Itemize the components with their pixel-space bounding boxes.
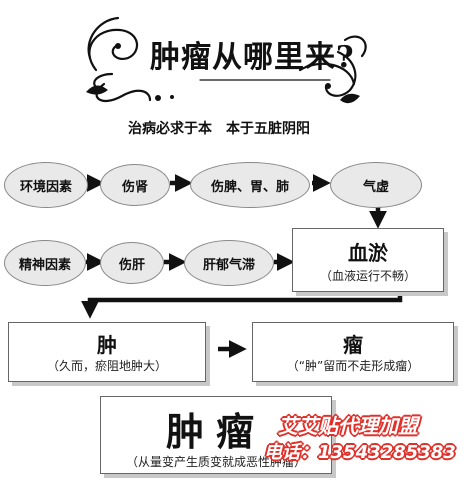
oval-qizhi: 肝郁气滞	[184, 240, 274, 286]
oval-label: 环境因素	[19, 179, 72, 195]
oval-label: 伤肾	[121, 179, 148, 195]
oval-label: 伤肝	[118, 257, 145, 273]
box-xueyu: 血淤 （血液运行不畅）	[292, 228, 444, 292]
oval-label: 精神因素	[18, 257, 71, 273]
box-liu-title: 瘤	[343, 333, 363, 357]
box-xueyu-title: 血淤	[348, 241, 388, 265]
box-zhong-title: 肿	[97, 333, 117, 357]
box-liu: 瘤 （“肿”留而不走形成瘤）	[252, 322, 454, 382]
oval-label: 肝郁气滞	[202, 257, 255, 273]
ornament-flourish	[86, 16, 367, 104]
arrow-xueyu-to-zhong	[81, 296, 403, 319]
box-zhong-desc: （久而，瘀阻地肿大）	[46, 359, 167, 373]
oval-spleen-stomach-lung: 伤脾、胃、肺	[190, 162, 310, 208]
box-xueyu-desc: （血液运行不畅）	[319, 269, 416, 283]
oval-liver: 伤肝	[100, 242, 164, 284]
watermark-line1: 艾艾贴代理加盟	[278, 414, 418, 438]
oval-kidney: 伤肾	[100, 164, 170, 206]
box-zhongliu-desc: （从量变产生质变就成恶性肿瘤）	[125, 455, 306, 469]
box-zhongliu-title: 肿瘤	[165, 410, 266, 454]
box-zhongliu: 肿瘤 （从量变产生质变就成恶性肿瘤）	[100, 396, 332, 474]
box-liu-desc: （“肿”留而不走形成瘤）	[286, 359, 420, 373]
oval-qixu: 气虚	[330, 162, 422, 208]
page-title: 肿瘤从哪里来?	[150, 40, 355, 75]
oval-environment: 环境因素	[4, 162, 88, 208]
watermark-line2: 电话：13543285383	[264, 442, 456, 463]
oval-label: 气虚	[362, 179, 389, 195]
box-zhong: 肿 （久而，瘀阻地肿大）	[8, 322, 206, 382]
page-subtitle: 治病必求于本 本于五脏阴阳	[128, 121, 310, 137]
oval-label: 伤脾、胃、肺	[210, 179, 289, 195]
oval-mental: 精神因素	[4, 240, 86, 286]
